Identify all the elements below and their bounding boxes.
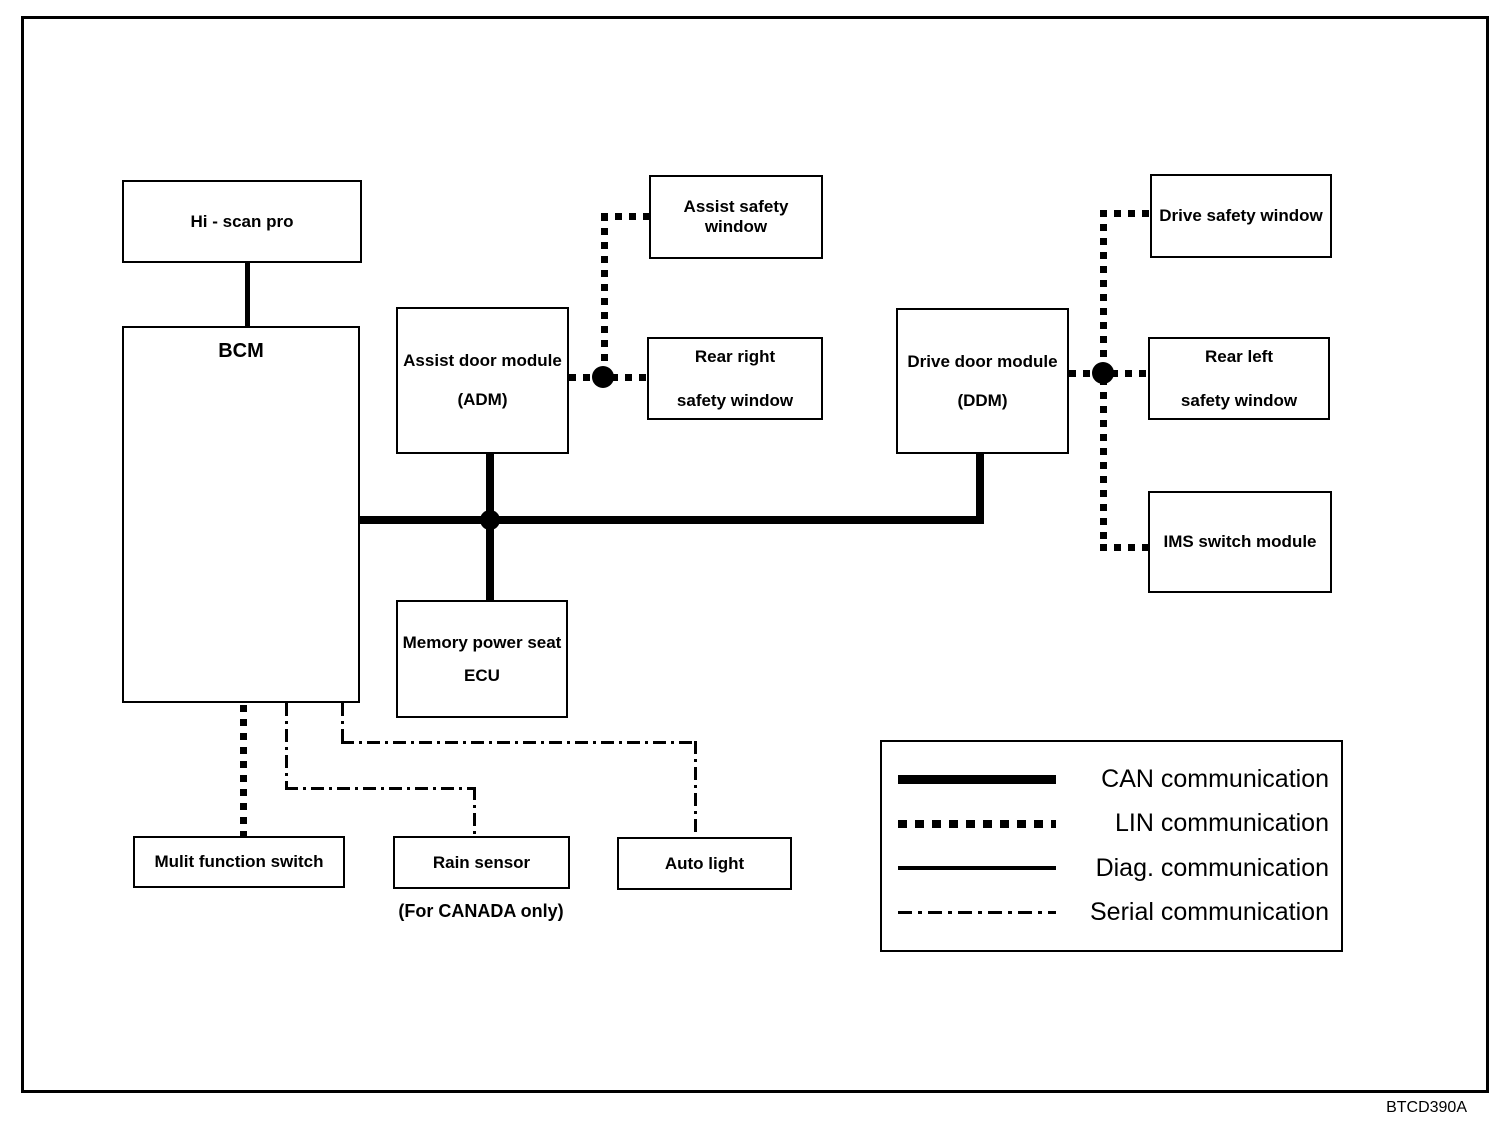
node-drive-door-module: Drive door module (DDM) bbox=[896, 308, 1069, 454]
node-bcm: BCM bbox=[122, 326, 360, 703]
node-label: (ADM) bbox=[457, 390, 508, 409]
node-label: safety window bbox=[1180, 390, 1298, 410]
node-label: Assist door module bbox=[403, 351, 562, 370]
can-line-ddm bbox=[976, 453, 984, 524]
can-bus-horizontal bbox=[360, 516, 984, 524]
node-ims-switch-module: IMS switch module bbox=[1148, 491, 1332, 593]
legend-row-lin: LIN communication bbox=[898, 809, 1329, 838]
node-label: Memory power seat bbox=[402, 632, 562, 652]
serial-line-rain-v1 bbox=[285, 703, 288, 790]
node-rear-right-safety-window: Rear right safety window bbox=[647, 337, 823, 420]
diag-line-hiscan-bcm bbox=[245, 262, 250, 327]
node-memory-power-seat-ecu: Memory power seat ECU bbox=[396, 600, 568, 718]
node-mulit-function-switch: Mulit function switch bbox=[133, 836, 345, 888]
lin-line-assist-safety bbox=[601, 213, 651, 220]
legend-box: CAN communication LIN communication Diag… bbox=[880, 740, 1343, 952]
legend-row-diag: Diag. communication bbox=[898, 854, 1329, 883]
can-line-sample bbox=[898, 775, 1056, 785]
diag-line-sample bbox=[898, 866, 1056, 871]
node-label: (DDM) bbox=[957, 390, 1008, 410]
figure-code: BTCD390A bbox=[1386, 1099, 1467, 1116]
lin-line-bcm-multifunction bbox=[240, 705, 247, 836]
legend-label-serial: Serial communication bbox=[1090, 897, 1329, 926]
node-label: Drive door module bbox=[907, 351, 1058, 371]
node-label: Rear left bbox=[1204, 346, 1274, 366]
lin-line-drive-safety bbox=[1100, 210, 1152, 217]
lin-junction-adm-dot bbox=[592, 366, 614, 388]
legend-label-diag: Diag. communication bbox=[1095, 853, 1329, 882]
serial-line-sample bbox=[898, 910, 1056, 914]
node-rear-left-safety-window: Rear left safety window bbox=[1148, 337, 1330, 420]
node-assist-door-module: Assist door module (ADM) bbox=[396, 307, 569, 454]
node-label: Auto light bbox=[664, 853, 745, 873]
node-label: Drive safety window bbox=[1159, 206, 1323, 225]
node-rain-sensor: Rain sensor bbox=[393, 836, 570, 889]
node-label: Assist safety window bbox=[683, 197, 789, 236]
node-drive-safety-window: Drive safety window bbox=[1150, 174, 1332, 258]
lin-line-sample bbox=[898, 819, 1056, 828]
serial-line-autolight-v2 bbox=[694, 741, 697, 837]
node-label: Rear right bbox=[694, 346, 776, 366]
can-junction-dot bbox=[480, 510, 500, 530]
node-label: ECU bbox=[464, 665, 500, 685]
node-assist-safety-window: Assist safety window bbox=[649, 175, 823, 259]
serial-line-rain-h bbox=[285, 787, 476, 790]
node-label: IMS switch module bbox=[1163, 532, 1317, 551]
node-hi-scan-pro: Hi - scan pro bbox=[122, 180, 362, 263]
serial-line-autolight-h bbox=[341, 741, 697, 744]
serial-line-rain-v2 bbox=[473, 787, 476, 836]
node-label: BCM bbox=[218, 340, 264, 362]
node-label: safety window bbox=[676, 390, 794, 410]
legend-label-can: CAN communication bbox=[1101, 765, 1329, 794]
rain-sensor-note: (For CANADA only) bbox=[398, 901, 564, 921]
legend-label-lin: LIN communication bbox=[1115, 809, 1329, 838]
legend-row-can: CAN communication bbox=[898, 765, 1329, 794]
lin-line-adm-vertical bbox=[601, 214, 608, 381]
node-auto-light: Auto light bbox=[617, 837, 792, 890]
node-label: Hi - scan pro bbox=[190, 211, 294, 231]
node-label: Mulit function switch bbox=[154, 852, 324, 871]
node-label: Rain sensor bbox=[432, 852, 531, 872]
legend-row-serial: Serial communication bbox=[898, 898, 1329, 927]
lin-junction-ddm-dot bbox=[1092, 362, 1114, 384]
diagram-outer-border bbox=[21, 16, 1489, 1093]
serial-line-autolight-v1 bbox=[341, 703, 344, 744]
lin-line-ims bbox=[1100, 544, 1150, 551]
